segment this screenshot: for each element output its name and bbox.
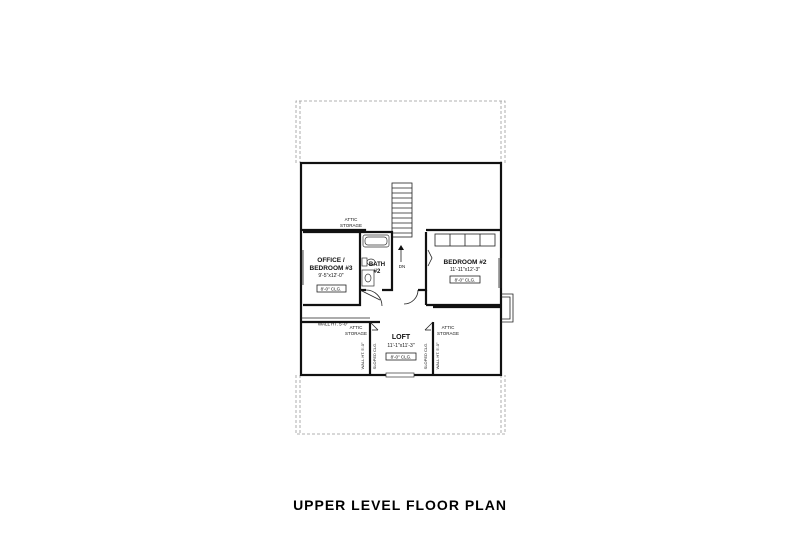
wall-height-right-vert: WALL HT. 5'-0" [435, 342, 440, 369]
bath-name-1: BATH [369, 262, 385, 268]
bay-window [501, 293, 514, 323]
loft-size: 11'-1"x11'-3" [387, 343, 414, 349]
roof-outline-bottom [295, 375, 506, 435]
wall-height-left-vert: WALL HT. 5'-0" [360, 342, 365, 369]
attic-right-label-1: ATTIC [442, 325, 455, 330]
attic-left-label-1: ATTIC [350, 325, 363, 330]
sloped-ceiling-right: SLOPED CLG. [423, 343, 428, 370]
bath-name-2: #2 [374, 269, 381, 275]
stair [391, 182, 413, 262]
bedroom2-name: BEDROOM #2 [444, 259, 487, 266]
attic-right-label-2: STORAGE [437, 331, 459, 336]
bedroom2-ceiling: 8'-0" CLG. [455, 278, 476, 283]
loft-ceiling: 8'-0" CLG. [391, 355, 412, 360]
office-walls [303, 230, 362, 307]
vanity [361, 269, 375, 287]
loft-name: LOFT [392, 334, 411, 341]
office-name-2: BEDROOM #3 [310, 265, 353, 272]
attic-left-label-2: STORAGE [345, 331, 367, 336]
bath-door-swing [365, 289, 383, 307]
roof-outline-top [295, 100, 506, 163]
bathtub [362, 234, 390, 248]
wall-height-label: WALL HT. 5'-0" [318, 322, 349, 327]
loft-window [385, 372, 415, 378]
bedroom2-door-swing [403, 289, 419, 305]
stair-dn-label: DN [399, 264, 406, 269]
bedroom2-size: 11'-11"x12'-3" [450, 267, 480, 273]
bedroom2-walls [418, 232, 428, 292]
toilet [361, 257, 376, 267]
attic-top-label-2: STORAGE [340, 223, 362, 228]
plan-title: UPPER LEVEL FLOOR PLAN [293, 497, 507, 513]
bath-walls [360, 230, 394, 292]
attic-top-label-1: ATTIC [345, 217, 358, 222]
office-name-1: OFFICE / [317, 257, 345, 264]
sloped-ceiling-left: SLOPED CLG. [372, 343, 377, 370]
bedroom2-closet [434, 233, 496, 247]
office-ceiling: 8'-0" CLG. [321, 287, 342, 292]
office-size: 9'-5"x12'-0" [318, 273, 343, 279]
